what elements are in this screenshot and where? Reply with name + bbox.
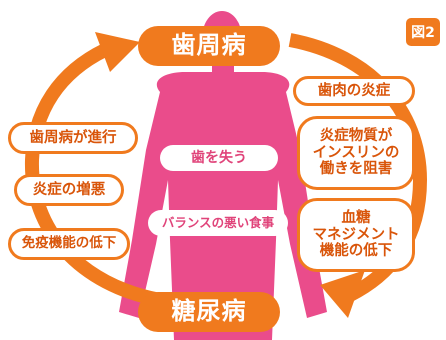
left-box-inflammation-worsening: 炎症の増悪 [14, 174, 124, 206]
left-cycle-arrow [24, 32, 162, 307]
figure-number-badge: 図2 [406, 18, 440, 46]
center-box-unbalanced-diet: バランスの悪い食事 [148, 210, 288, 236]
right-box-gingival-inflammation: 歯肉の炎症 [293, 76, 415, 106]
center-box-tooth-loss: 歯を失う [160, 145, 278, 171]
left-box-periodontal-progression: 歯周病が進行 [8, 122, 138, 154]
diabetes-label: 糖尿病 [138, 292, 280, 332]
periodontal-disease-label: 歯周病 [138, 26, 280, 66]
right-box-glycemic-control-decline: 血糖 マネジメント 機能の低下 [297, 198, 415, 272]
right-box-insulin-inhibition: 炎症物質が インスリンの 働きを阻害 [297, 116, 415, 190]
left-box-immune-decline: 免疫機能の低下 [8, 228, 130, 260]
